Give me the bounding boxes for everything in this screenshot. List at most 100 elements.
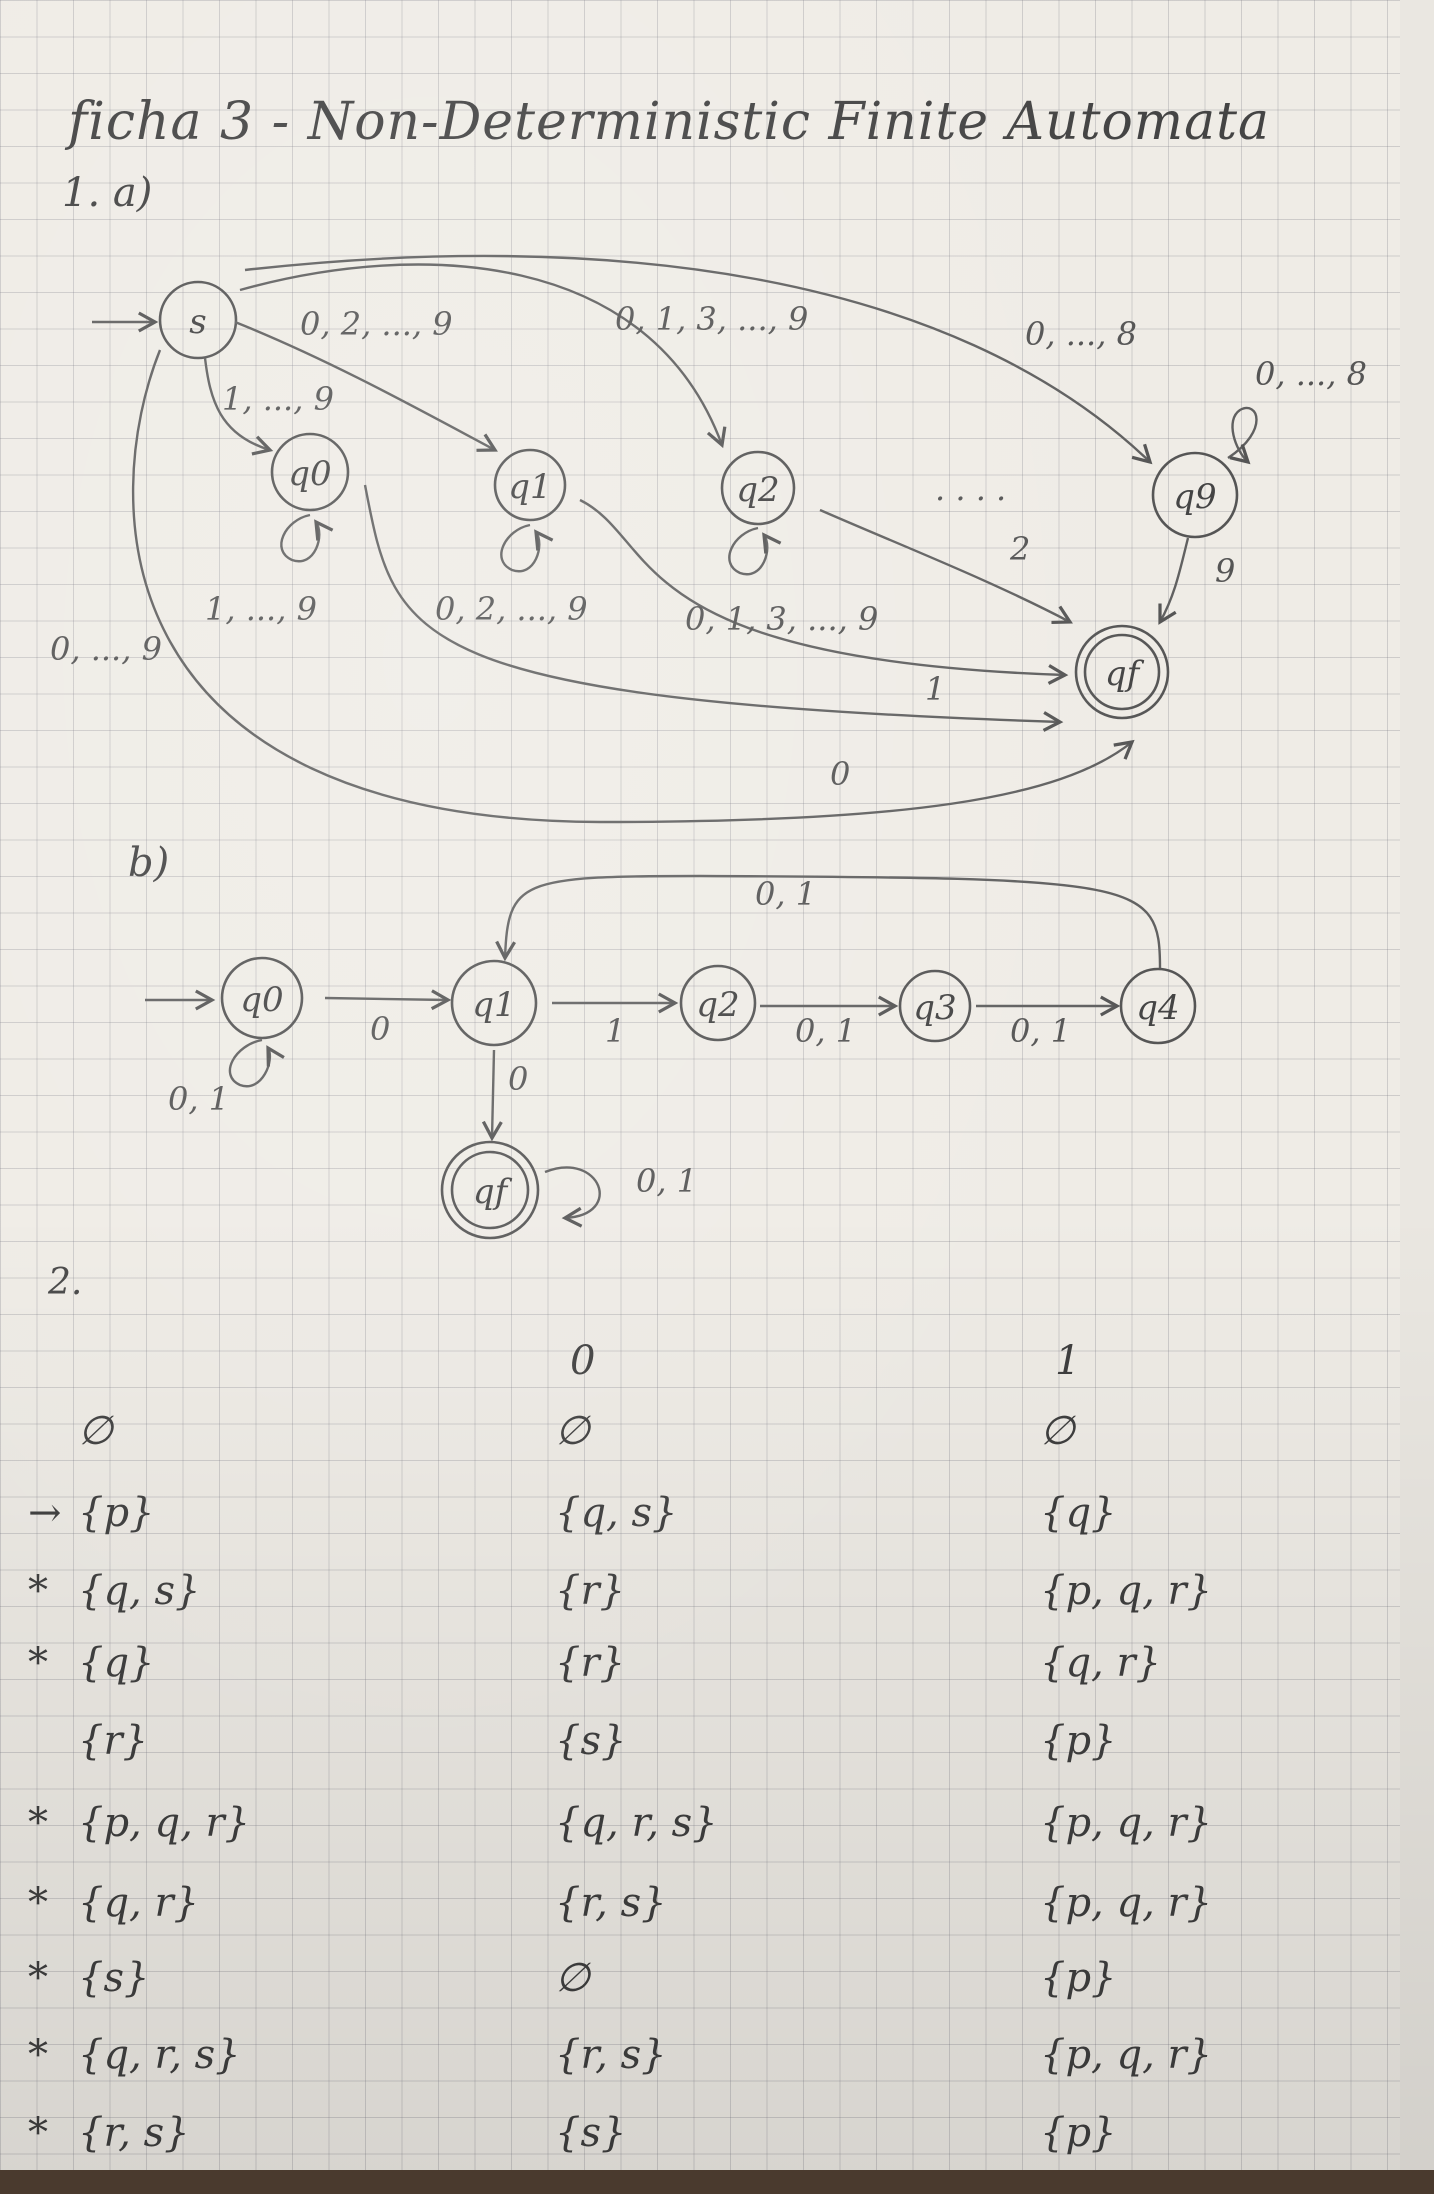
edge-b-q0-q1 <box>324 989 452 1011</box>
svg-text:qf: qf <box>473 1172 513 1212</box>
table-cell-on1: {p, q, r} <box>1040 1568 1213 1614</box>
edge-label-q1-qf-1: 1 <box>925 670 945 708</box>
edge-label-b-q4-q1: 0, 1 <box>755 875 816 913</box>
table-cell-on1: {p} <box>1040 2110 1117 2156</box>
loop-label-b-qf: 0, 1 <box>636 1162 697 1200</box>
edge-label-b-q0-q1: 0 <box>370 1010 390 1048</box>
svg-text:q4: q4 <box>1136 988 1179 1028</box>
loop-q9 <box>1227 407 1258 465</box>
table-row-marker: * <box>28 1955 48 2001</box>
loop-q1 <box>500 523 554 573</box>
state-b-qf: qf <box>440 1140 540 1240</box>
table-row-state: ∅ <box>78 1408 113 1454</box>
table-cell-on1: ∅ <box>1040 1408 1075 1454</box>
state-b-q1: q1 <box>450 959 538 1047</box>
edge-b-q1-qf <box>481 1049 503 1142</box>
table-cell-on0: {r} <box>555 1640 626 1686</box>
edge-q0-qf <box>363 484 1064 732</box>
table-row-state: {q} <box>78 1640 155 1686</box>
notebook-page <box>0 0 1400 2194</box>
edge-label-b-q1-q2: 1 <box>605 1012 625 1050</box>
state-q0: q0 <box>270 432 350 512</box>
table-row-state: {q, s} <box>78 1568 201 1614</box>
section-2-label: 2. <box>48 1262 83 1303</box>
state-s: s <box>158 280 238 360</box>
svg-text:q0: q0 <box>288 454 331 494</box>
table-row-marker: * <box>28 1640 48 1686</box>
svg-text:q1: q1 <box>472 985 515 1025</box>
loop-b-qf <box>544 1166 601 1228</box>
svg-text:q0: q0 <box>240 980 283 1020</box>
edge-q1-qf <box>579 498 1069 685</box>
automaton-b: q0 q1 q2 q3 q4 qf 0, 1 0 1 0 <box>145 874 1197 1240</box>
edge-label-s-q9: 0, ..., 8 <box>1025 315 1137 353</box>
automaton-a: s q0 q1 q2 q9 qf . . . . 0, 2, ..., 9 0,… <box>50 254 1367 824</box>
state-b-q4: q4 <box>1119 967 1197 1045</box>
edge-label-b-q3-q4: 0, 1 <box>1010 1012 1071 1050</box>
page-edge <box>0 2170 1434 2194</box>
table-row-marker: * <box>28 1568 48 1614</box>
edge-label-s-qf-left: 0, ..., 9 <box>50 630 162 668</box>
state-b-q0: q0 <box>220 956 304 1040</box>
table-row-state: {q, r, s} <box>78 2032 241 2078</box>
edge-s-q0 <box>203 357 274 456</box>
edge-label-q2-qf: 0, 1, 3, ..., 9 <box>685 600 878 638</box>
table-row-marker: * <box>28 2110 48 2156</box>
edge-label-s-q2: 0, 1, 3, ..., 9 <box>615 300 808 338</box>
loop-label-q9: 0, ..., 8 <box>1255 355 1367 393</box>
edge-label-q9-qf: 9 <box>1215 552 1235 590</box>
table-cell-on0: {q, s} <box>555 1490 678 1536</box>
table-cell-on0: {r, s} <box>555 2032 667 2078</box>
page-title: ficha 3 - Non-Deterministic Finite Autom… <box>68 92 1271 152</box>
edge-s-q2 <box>239 263 727 449</box>
table-cell-on1: {q, r} <box>1040 1640 1162 1686</box>
table-cell-on0: {s} <box>555 1718 627 1764</box>
table-cell-on1: {p} <box>1040 1955 1117 2001</box>
table-row-marker: → <box>28 1490 62 1536</box>
state-b-q3: q3 <box>898 969 972 1043</box>
table-row-state: {r, s} <box>78 2110 190 2156</box>
edge-s-q1 <box>234 320 498 452</box>
table-row-state: {p, q, r} <box>78 1800 251 1846</box>
section-1a-label: 1. a) <box>62 170 153 216</box>
edge-label-s-q0: 1, ..., 9 <box>222 380 334 418</box>
edge-label-b-q2-q3: 0, 1 <box>795 1012 856 1050</box>
svg-text:q9: q9 <box>1173 477 1216 517</box>
table-row-state: {p} <box>78 1490 155 1536</box>
states-ellipsis: . . . . <box>935 470 1006 508</box>
table-cell-on0: {r, s} <box>555 1880 667 1926</box>
svg-text:qf: qf <box>1105 654 1145 694</box>
table-row-marker: * <box>28 1800 48 1846</box>
edge-b-q4-q1 <box>495 874 1162 969</box>
loop-label-b-q0: 0, 1 <box>168 1080 229 1118</box>
loop-q2 <box>728 526 782 576</box>
table-cell-on0: {q, r, s} <box>555 1800 718 1846</box>
svg-text:s: s <box>189 302 206 342</box>
state-qf-a: qf <box>1074 624 1170 720</box>
svg-text:q2: q2 <box>736 470 779 510</box>
edge-label-q1-qf: 0, 2, ..., 9 <box>435 590 588 628</box>
table-cell-on0: ∅ <box>555 1408 590 1454</box>
edge-label-2: 2 <box>1009 530 1030 568</box>
edge-label-s-qf-bottom: 0 <box>830 755 850 793</box>
table-cell-on1: {p} <box>1040 1718 1117 1764</box>
table-cell-on1: {p, q, r} <box>1040 2032 1213 2078</box>
table-cell-on0: ∅ <box>555 1955 590 2001</box>
table-cell-on0: {s} <box>555 2110 627 2156</box>
svg-text:q1: q1 <box>508 467 551 507</box>
edge-s-qf <box>131 349 1135 824</box>
table-header-0: 0 <box>570 1338 596 1384</box>
table-cell-on1: {p, q, r} <box>1040 1880 1213 1926</box>
state-q1: q1 <box>493 448 567 522</box>
svg-text:q2: q2 <box>696 985 739 1025</box>
table-row-marker: * <box>28 1880 48 1926</box>
table-header-1: 1 <box>1055 1338 1081 1384</box>
edge-q2-qf <box>819 508 1073 625</box>
table-row-state: {r} <box>78 1718 149 1764</box>
table-cell-on1: {p, q, r} <box>1040 1800 1213 1846</box>
loop-b-q0 <box>228 1038 285 1088</box>
state-b-q2: q2 <box>679 964 757 1042</box>
edge-label-q0-qf: 1, ..., 9 <box>205 590 317 628</box>
edge-label-s-q1: 0, 2, ..., 9 <box>300 305 453 343</box>
